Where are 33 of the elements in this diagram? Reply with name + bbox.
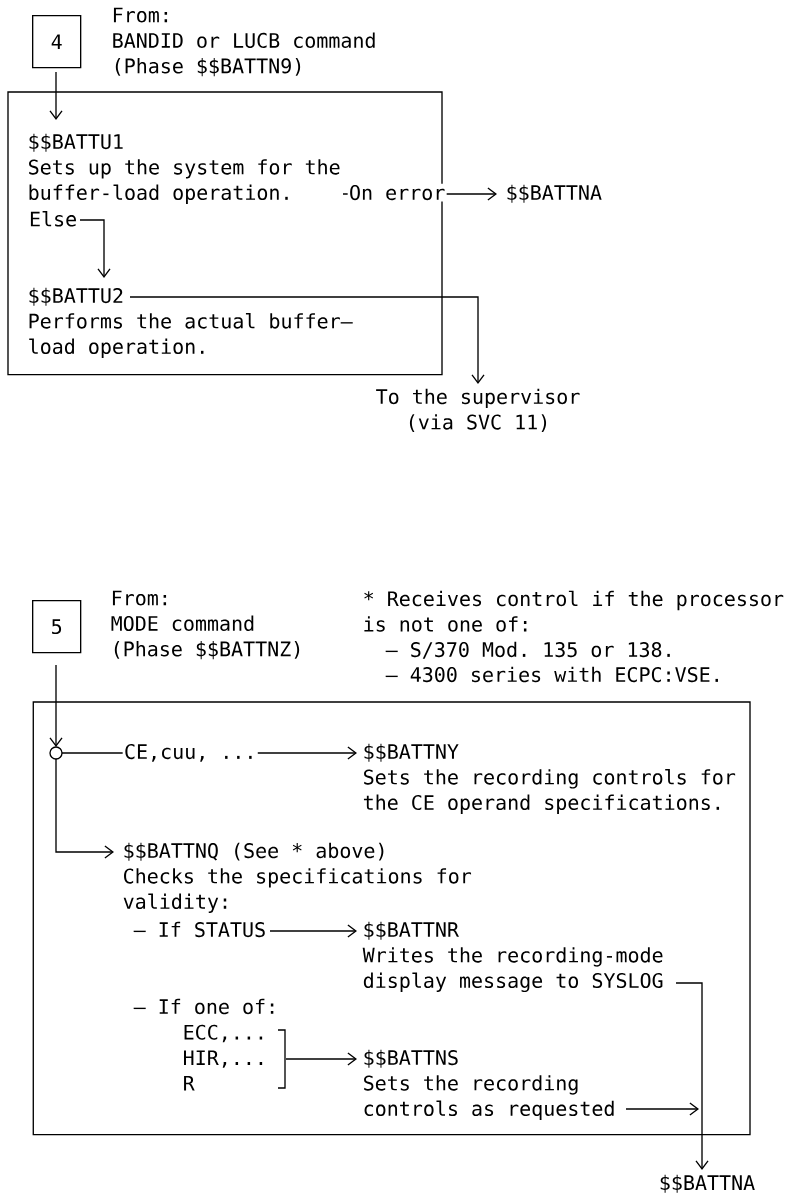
arrow — [49, 664, 63, 747]
arrow — [79, 219, 111, 278]
routine-text: $$BATTNS Sets the recording controls as requested — [364, 1049, 614, 1120]
arrow — [49, 71, 63, 120]
phase-box — [7, 91, 443, 376]
phase-box — [32, 701, 751, 1136]
arrow — [675, 982, 709, 1170]
arrow — [625, 1102, 699, 1116]
edge-label: CE,cuu, ... — [122, 742, 258, 763]
footnote: – 4300 series with ECPC:VSE. — [385, 666, 718, 683]
condition-text: – If STATUS — [133, 921, 265, 938]
source-note: From: BANDID or LUCB command (Phase $$BATTN9) — [113, 7, 375, 77]
operand-list: ECC,... HIR,... R — [184, 1024, 263, 1091]
footnote: – S/370 Mod. 135 or 138. — [385, 641, 670, 659]
arrow — [285, 1052, 357, 1066]
arrow — [269, 924, 357, 938]
connector-box: 5 — [32, 600, 82, 654]
routine-text: $$BATTU1 Sets up the system for the buffer-load operation. — [29, 133, 340, 204]
routine-text: $$BATTNY Sets the recording controls for the CE operand specifications. — [363, 743, 736, 814]
condition-text: – If one of: — [133, 998, 274, 1015]
exit-text: To the supervisor (via SVC 11) — [376, 388, 580, 432]
edge-label: Else — [27, 209, 79, 228]
footnote: * Receives control if the processor is not one of: — [364, 590, 784, 632]
routine-text: $$BATTNR Writes the recording-mode display message to SYSLOG — [362, 921, 663, 993]
source-note: From: MODE command (Phase $$BATTNZ) — [111, 590, 300, 660]
routine-text: $$BATTNQ (See * above) Checks the specifications for validity: — [123, 842, 472, 913]
exit-text: $$BATTNA — [660, 1174, 755, 1193]
routine-text: $$BATTNA — [507, 184, 602, 203]
connector-box: 4 — [32, 15, 82, 69]
edge-label: On error — [347, 183, 447, 202]
routine-text: $$BATTU2 Performs the actual buffer— load operation. — [29, 287, 353, 358]
arrow — [129, 296, 485, 384]
arrow — [55, 758, 114, 859]
